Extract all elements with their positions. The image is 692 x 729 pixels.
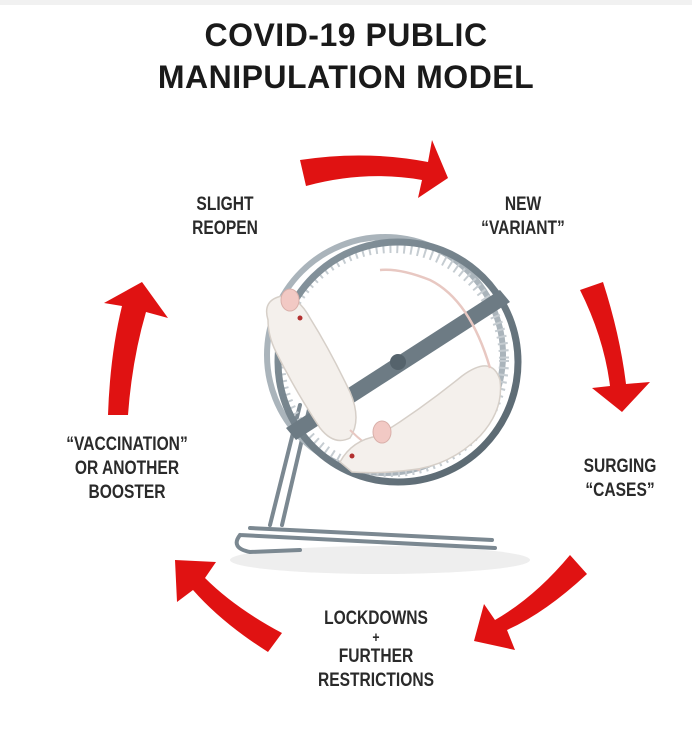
stage-label-line: SLIGHT <box>196 194 254 215</box>
arrow-lower-right-icon <box>474 555 587 650</box>
stage-label-line: NEW <box>504 194 542 215</box>
stage-label-line: “CASES” <box>585 480 655 501</box>
stage-label-slight-reopen: SLIGHT REOPEN <box>164 193 287 241</box>
wheel-shadow <box>230 546 530 574</box>
mouse-running-icon <box>339 268 502 474</box>
stage-label-line: FURTHER <box>338 646 414 667</box>
wheel-hub <box>390 354 406 370</box>
arrow-top-icon <box>300 140 448 198</box>
stage-label-line: LOCKDOWNS <box>324 608 428 629</box>
stage-label-plus: + <box>372 629 380 646</box>
stage-label-line: SURGING <box>583 456 657 477</box>
arrow-left-icon <box>104 282 168 415</box>
stage-label-vaccination: “VACCINATION” OR ANOTHER BOOSTER <box>49 433 205 505</box>
top-border <box>0 0 692 5</box>
stage-label-surging-cases: SURGING “CASES” <box>559 455 682 503</box>
stage-label-new-variant: NEW “VARIANT” <box>462 193 585 241</box>
stage-label-line: “VARIANT” <box>481 218 565 239</box>
wheel-stand-icon <box>234 403 497 555</box>
cycle-arrows <box>104 140 650 652</box>
mouse-climbing-icon <box>265 288 421 471</box>
title-line-1: COVID-19 PUBLIC <box>204 17 488 53</box>
title-line-2: MANIPULATION MODEL <box>157 59 535 95</box>
stage-label-line: BOOSTER <box>88 482 166 503</box>
stage-label-line: OR ANOTHER <box>74 458 180 479</box>
stage-label-line: “VACCINATION” <box>66 434 188 455</box>
stage-label-lockdowns: LOCKDOWNS + FURTHER RESTRICTIONS <box>294 607 458 693</box>
arrow-lower-left-icon <box>175 560 282 652</box>
stage-label-line: RESTRICTIONS <box>317 670 434 691</box>
arrow-upper-right-icon <box>580 282 650 412</box>
stage-label-line: REOPEN <box>192 218 258 239</box>
wheel-rim-front <box>274 238 522 486</box>
